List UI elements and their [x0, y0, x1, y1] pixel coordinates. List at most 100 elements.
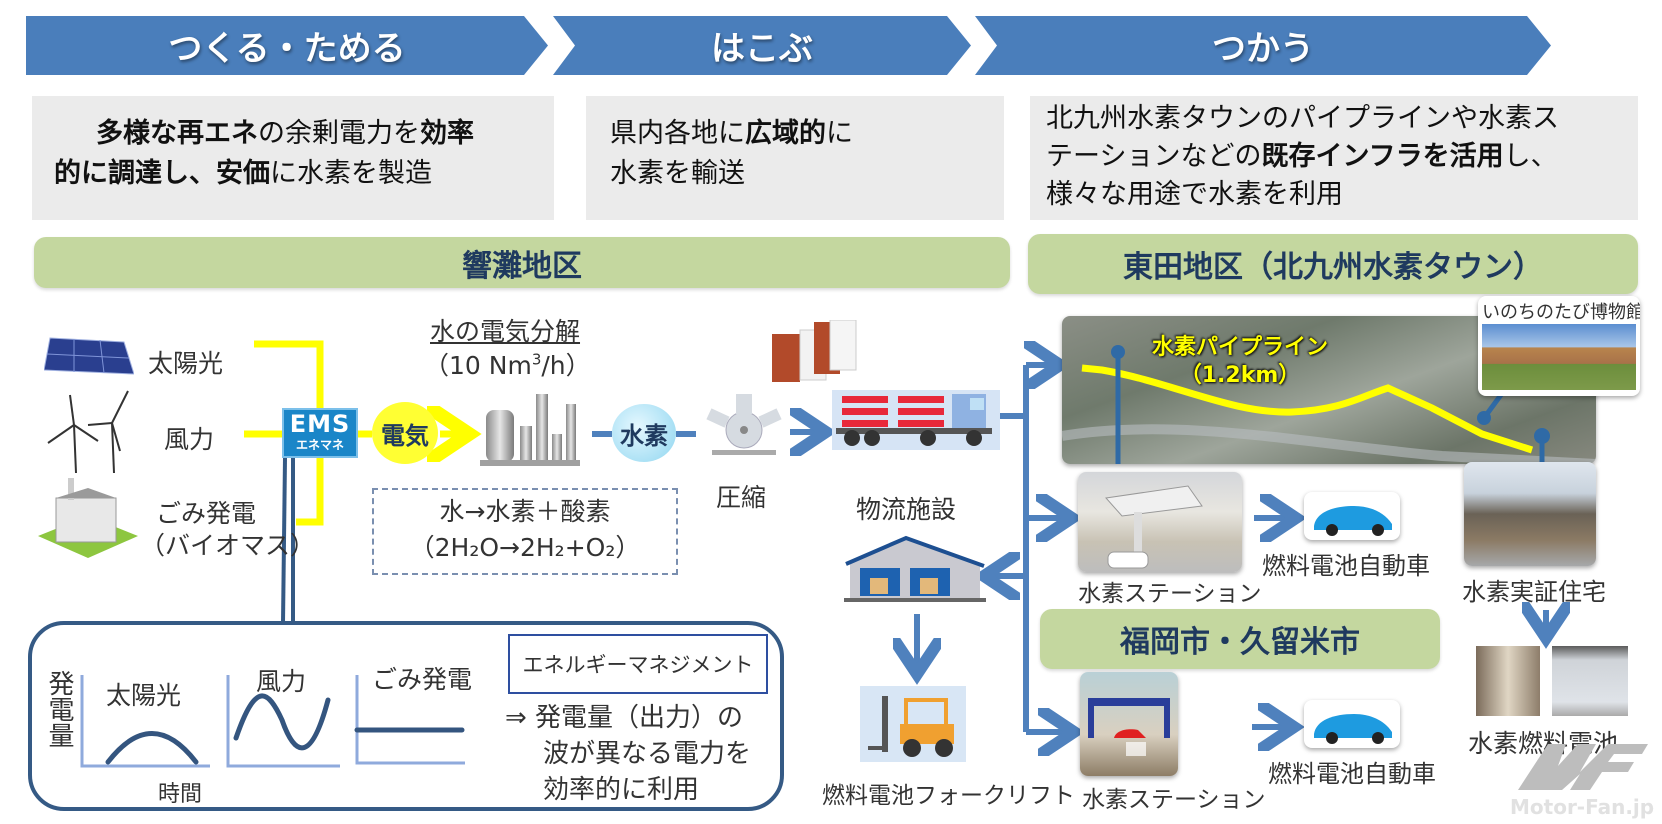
text: 北九州水素タウンのパイプラインや水素ス [1046, 103, 1559, 134]
fuel-cell-photo-left [1476, 646, 1540, 716]
hydrogen-storage-icon [770, 319, 860, 384]
museum-card: いのちのたび博物館 [1478, 296, 1640, 396]
label-station-fukuoka: 水素ステーション [1082, 787, 1266, 813]
energy-management-desc: ⇒ 発電量（出力）の 波が異なる電力を 効率的に利用 [505, 700, 751, 808]
stage-make-label: つくる・ためる [168, 29, 406, 69]
electricity-label: 電気 [381, 421, 429, 450]
desc-make-line2: 的に調達し、安価に水素を製造 [54, 154, 532, 194]
text: /h） [541, 351, 591, 380]
text: に [826, 118, 853, 149]
museum-label: いのちのたび博物館 [1482, 302, 1640, 323]
waste-axes [355, 675, 465, 765]
stage-carry-label: はこぶ [711, 29, 813, 69]
pipeline-label-line1: 水素パイプライン [1152, 335, 1329, 360]
station-photo-higashida [1078, 472, 1242, 572]
watermark-logo-icon [1518, 744, 1648, 790]
reaction-box: 水→水素＋酸素 （2H₂O→2H₂+O₂） [372, 488, 678, 575]
fcv-photo-fukuoka [1304, 700, 1400, 748]
stage-use-label: つかう [1212, 29, 1314, 69]
electricity-circle: 電気 [372, 402, 438, 464]
energy-management-title: エネルギーマネジメント [522, 653, 754, 677]
panel-wind-label: 風力 [256, 667, 307, 696]
pipeline-label: 水素パイプライン （1.2km） [1152, 334, 1328, 390]
energy-management-title-box: エネルギーマネジメント [508, 634, 768, 694]
y-axis-label: 発電量 [44, 670, 74, 755]
banner-higashida: 東田地区（北九州水素タウン） [1028, 234, 1638, 294]
text-bold: 効率 [420, 118, 474, 149]
wind-axes [226, 675, 340, 768]
desc-carry: 県内各地に広域的に 水素を輸送 [586, 96, 1004, 220]
label-fcv-higashida: 燃料電池自動車 [1262, 552, 1430, 580]
chevron-shape [975, 16, 1551, 75]
factory-icon [38, 476, 138, 558]
text: （10 Nm [424, 351, 532, 380]
banner-higashida-label: 東田地区（北九州水素タウン） [1123, 250, 1543, 285]
desc-use-line1: 北九州水素タウンのパイプラインや水素ス [1046, 100, 1616, 138]
fuel-cell-photo-right [1552, 646, 1628, 716]
ems-logo-text: EMS [289, 410, 351, 438]
label-waste-line2: （バイオマス） [140, 531, 316, 560]
em-desc-line2: 波が異なる電力を [543, 739, 752, 769]
solar-curve [105, 731, 199, 765]
label-compression: 圧縮 [716, 483, 767, 512]
ems-logo-subtext: エネマネ [295, 438, 344, 452]
banner-hibikinada-label: 響灘地区 [462, 248, 582, 284]
em-desc-line1: ⇒ 発電量（出力）の [505, 703, 744, 733]
stage-make: つくる・ためる [26, 16, 548, 75]
reaction-line2: （2H₂O→2H₂+O₂） [409, 533, 641, 562]
desc-use-line3: 様々な用途で水素を利用 [1046, 176, 1616, 214]
chevron-shape [26, 16, 548, 75]
wind-curve [233, 693, 331, 751]
hydrogen-label: 水素 [620, 421, 668, 450]
electrolyzer-icon [480, 390, 580, 468]
wind-turbine-icon [40, 385, 130, 475]
desc-use-line2: テーションなどの既存インフラを活用し、 [1046, 138, 1616, 176]
text: 県内各地に [610, 118, 745, 149]
chevron-shape [553, 16, 971, 75]
forklift-icon [860, 686, 966, 762]
house-photo [1464, 462, 1596, 566]
text: し、 [1503, 141, 1558, 172]
desc-carry-line2: 水素を輸送 [608, 154, 982, 194]
label-fcv-fukuoka: 燃料電池自動車 [1268, 760, 1436, 788]
panel-waste-label: ごみ発電 [372, 665, 473, 694]
label-forklift: 燃料電池フォークリフト [822, 783, 1075, 809]
label-wind: 風力 [164, 425, 215, 454]
desc-carry-line1: 県内各地に広域的に [608, 114, 982, 154]
reaction-line1: 水→水素＋酸素 [439, 497, 611, 526]
text: に水素を製造 [270, 158, 432, 189]
text: の余剰電力を [258, 118, 420, 149]
hydrogen-circle: 水素 [612, 404, 676, 462]
hydrogen-lines [592, 365, 1546, 732]
electrolysis-title: 水の電気分解 [430, 317, 581, 346]
text: テーションなどの [1046, 141, 1262, 172]
text: 水素を輸送 [610, 158, 745, 189]
text-bold: 多様な再エネ [96, 118, 258, 149]
energy-management-panel [28, 621, 784, 811]
em-desc-line3: 効率的に利用 [543, 775, 700, 805]
desc-use: 北九州水素タウンのパイプラインや水素ス テーションなどの既存インフラを活用し、 … [1030, 96, 1638, 220]
y-axis-text: 発電量 [44, 670, 74, 748]
electrolysis-capacity: （10 Nm3/h） [424, 346, 591, 382]
museum-photo [1482, 324, 1636, 390]
ems-logo: EMS エネマネ [282, 408, 358, 458]
pipeline-route [1081, 364, 1534, 454]
label-solar: 太陽光 [148, 349, 224, 378]
x-axis-label: 時間 [158, 782, 203, 807]
stage-carry: はこぶ [553, 16, 971, 75]
desc-make: 多様な再エネの余剰電力を効率 的に調達し、安価に水素を製造 [32, 96, 554, 220]
station-photo-fukuoka [1080, 672, 1178, 776]
banner-hibikinada: 響灘地区 [34, 237, 1010, 288]
output-curves [80, 675, 465, 768]
label-waste-line1: ごみ発電 [156, 499, 257, 528]
label-house: 水素実証住宅 [1462, 578, 1606, 606]
text: 3 [531, 350, 542, 369]
text-bold: 的に調達し、安価 [54, 158, 270, 189]
text-bold: 広域的 [745, 118, 826, 149]
compressor-icon [706, 390, 782, 456]
text-bold: 既存インフラを活用 [1261, 141, 1504, 172]
fuel-cell-photo [1476, 646, 1628, 716]
text: 様々な用途で水素を利用 [1046, 179, 1343, 210]
banner-fukuoka-label: 福岡市・久留米市 [1120, 625, 1360, 660]
hydrogen-truck-icon [832, 390, 1000, 450]
